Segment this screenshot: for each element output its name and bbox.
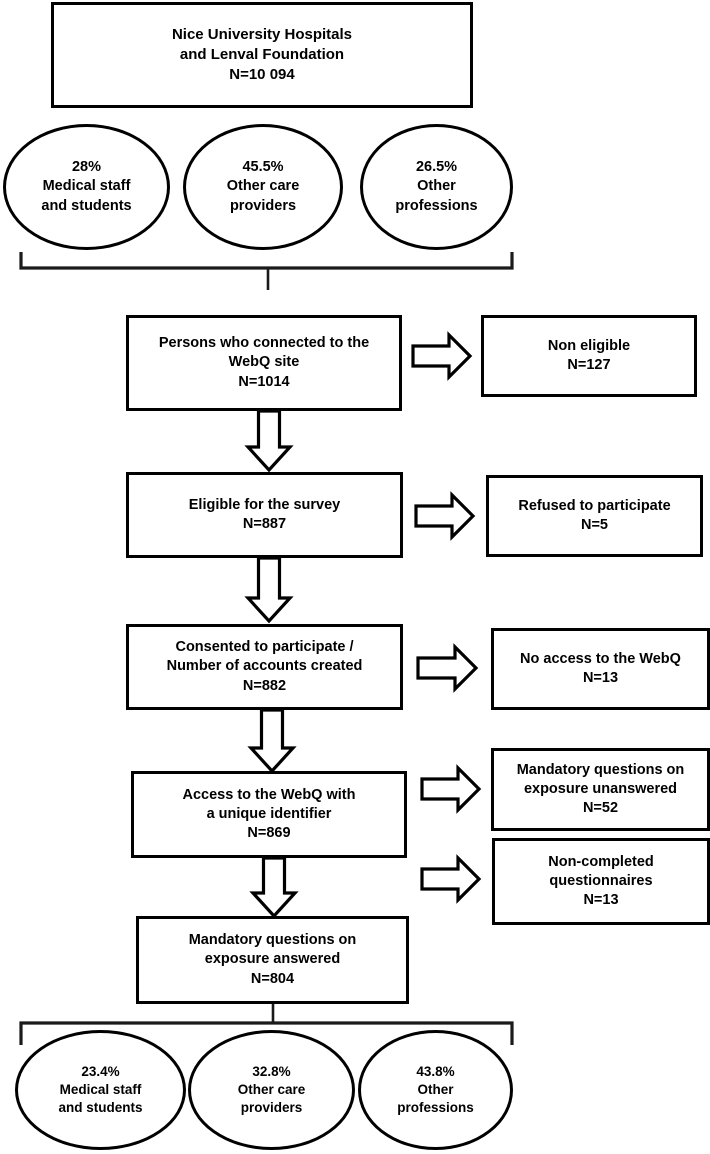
source-line-2: and Lenval Foundation (179, 46, 345, 64)
flow-line-2: a unique identifier (206, 805, 332, 822)
flow-line-3: N=804 (250, 970, 295, 987)
exclusion-line-2: N=5 (580, 517, 608, 533)
down-arrow-1 (244, 409, 294, 473)
group-line-1: Other care (237, 1082, 306, 1098)
exclusion-line-2: N=127 (567, 357, 611, 373)
percent-label: 43.8% (416, 1064, 455, 1080)
final-breakdown-ellipse-medical-staff: 23.4% Medical staff and students (15, 1030, 186, 1150)
flow-box-eligible: Eligible for the survey N=887 (126, 472, 403, 558)
group-line-2: and students (41, 197, 132, 214)
exclusion-line-2: exposure unanswered (523, 780, 678, 797)
final-breakdown-ellipse-other-professions: 43.8% Other professions (358, 1030, 513, 1150)
exclusion-box-no-access: No access to the WebQ N=13 (491, 628, 710, 710)
source-breakdown-ellipse-other-professions: 26.5% Other professions (360, 124, 513, 250)
top-bracket (19, 252, 514, 270)
source-line-1: Nice University Hospitals (171, 26, 353, 44)
flow-line-3: N=1014 (238, 373, 290, 390)
exclusion-line-1: Non-completed (548, 853, 654, 870)
flow-line-1: Persons who connected to the (158, 335, 370, 352)
source-breakdown-ellipse-medical-staff: 28% Medical staff and students (3, 124, 170, 250)
flow-box-mandatory-answered: Mandatory questions on exposure answered… (136, 916, 409, 1004)
percent-label: 32.8% (252, 1064, 291, 1080)
source-line-3: N=10 094 (229, 65, 295, 83)
source-breakdown-ellipse-other-care: 45.5% Other care providers (183, 124, 343, 250)
exclusion-line-1: Non eligible (547, 337, 631, 354)
flow-line-1: Access to the WebQ with (182, 786, 356, 803)
right-arrow-4 (420, 764, 482, 814)
exclusion-box-non-eligible: Non eligible N=127 (481, 315, 697, 397)
group-line-2: providers (240, 1099, 303, 1115)
flow-line-2: WebQ site (228, 354, 300, 371)
right-arrow-5 (420, 854, 482, 904)
flow-box-consented: Consented to participate / Number of acc… (126, 624, 403, 710)
group-line-1: Other (417, 1082, 454, 1098)
exclusion-line-1: Refused to participate (518, 497, 671, 514)
percent-label: 45.5% (242, 159, 284, 176)
down-arrow-4 (249, 856, 299, 919)
flow-line-1: Consented to participate / (175, 639, 354, 656)
flow-line-1: Mandatory questions on (188, 932, 357, 949)
flow-line-2: N=887 (242, 516, 287, 532)
right-arrow-1 (411, 331, 473, 381)
exclusion-box-mandatory-unanswered: Mandatory questions on exposure unanswer… (491, 748, 710, 831)
group-line-1: Other care (226, 178, 300, 195)
flow-line-1: Eligible for the survey (188, 496, 341, 513)
group-line-1: Medical staff (42, 178, 131, 195)
flow-line-3: N=882 (242, 677, 287, 694)
flow-line-2: exposure answered (204, 951, 341, 968)
final-breakdown-ellipse-other-care: 32.8% Other care providers (188, 1030, 355, 1150)
exclusion-line-2: N=13 (582, 670, 619, 686)
exclusion-line-3: N=13 (583, 892, 619, 909)
down-arrow-3 (247, 708, 297, 774)
right-arrow-2 (414, 491, 476, 541)
exclusion-box-non-completed: Non-completed questionnaires N=13 (492, 838, 710, 925)
right-arrow-3 (416, 643, 479, 693)
exclusion-line-2: questionnaires (549, 872, 653, 889)
exclusion-line-1: Mandatory questions on (516, 761, 685, 778)
group-line-2: professions (397, 1099, 474, 1115)
flow-line-3: N=869 (247, 825, 291, 842)
exclusion-box-refused: Refused to participate N=5 (486, 475, 703, 557)
group-line-2: and students (58, 1099, 143, 1115)
group-line-1: Other (417, 178, 456, 195)
percent-label: 26.5% (415, 159, 458, 176)
percent-label: 23.4% (81, 1064, 120, 1080)
source-population-box: Nice University Hospitals and Lenval Fou… (51, 2, 473, 108)
flow-box-access-webq: Access to the WebQ with a unique identif… (131, 771, 407, 858)
down-arrow-2 (244, 556, 294, 624)
exclusion-line-3: N=52 (582, 800, 619, 817)
exclusion-line-1: No access to the WebQ (520, 650, 681, 667)
group-line-2: providers (229, 197, 297, 214)
flow-box-connected: Persons who connected to the WebQ site N… (126, 315, 402, 411)
percent-label: 28% (71, 159, 102, 176)
group-line-2: professions (395, 197, 478, 214)
flow-line-2: Number of accounts created (166, 658, 363, 675)
group-line-1: Medical staff (59, 1082, 142, 1098)
